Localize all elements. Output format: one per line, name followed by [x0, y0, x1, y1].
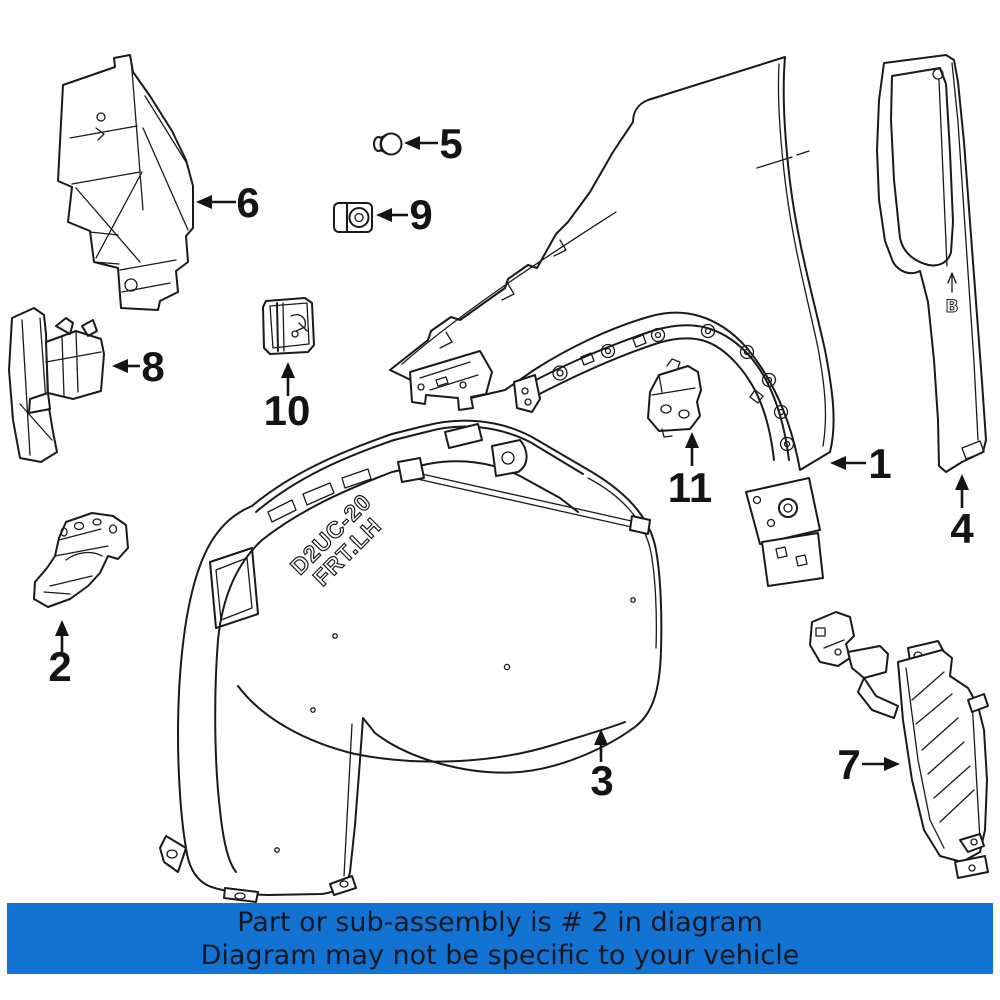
- part-7-lower-shield-bracket: [809, 611, 989, 879]
- callout-3: 3: [590, 729, 614, 804]
- part-9-u-nut-clip: [333, 202, 373, 233]
- callout-10: 10: [264, 362, 311, 434]
- callout-5: 5: [404, 120, 463, 167]
- parts-art: B: [8, 54, 989, 903]
- part-3-fender-liner: D2UC-20 FRT.LH: [159, 419, 663, 903]
- callout-8: 8: [112, 343, 165, 390]
- callouts: 1 2 3 4 5: [48, 120, 974, 804]
- callout-3-number: 3: [590, 757, 613, 804]
- callout-7: 7: [837, 741, 900, 788]
- callout-2: 2: [48, 620, 72, 690]
- banner-line1: Part or sub-assembly is # 2 in diagram: [237, 906, 763, 938]
- part-1-fender: [389, 56, 835, 587]
- part-5-push-pin: [373, 132, 403, 156]
- part-4-rear-sealing-strip: B: [876, 54, 987, 473]
- callout-1-number: 1: [868, 440, 891, 487]
- part-2-mount-bracket: [33, 512, 129, 608]
- callout-6: 6: [196, 179, 260, 226]
- callout-4-number: 4: [950, 505, 974, 552]
- callout-4: 4: [950, 474, 974, 552]
- strip-marking-letter: B: [946, 297, 959, 317]
- callout-7-number: 7: [837, 741, 860, 788]
- callout-1: 1: [830, 440, 892, 487]
- part-6-splash-shield-panel: [57, 54, 194, 311]
- info-banner: Part or sub-assembly is # 2 in diagram D…: [7, 903, 993, 974]
- callout-2-number: 2: [48, 643, 71, 690]
- callout-11-number: 11: [668, 464, 712, 511]
- part-10-retainer-clip: [262, 297, 315, 355]
- callout-10-number: 10: [264, 387, 311, 434]
- callout-5-number: 5: [439, 120, 462, 167]
- strip-direction-mark: B: [945, 272, 959, 318]
- callout-6-number: 6: [236, 179, 259, 226]
- callout-8-number: 8: [141, 343, 164, 390]
- callout-9: 9: [376, 191, 433, 238]
- part-8-front-bracket: [8, 307, 105, 463]
- banner-line2: Diagram may not be specific to your vehi…: [200, 939, 800, 971]
- callout-9-number: 9: [409, 191, 432, 238]
- callout-11: 11: [668, 432, 712, 511]
- part-11-upper-bracket: [647, 358, 702, 438]
